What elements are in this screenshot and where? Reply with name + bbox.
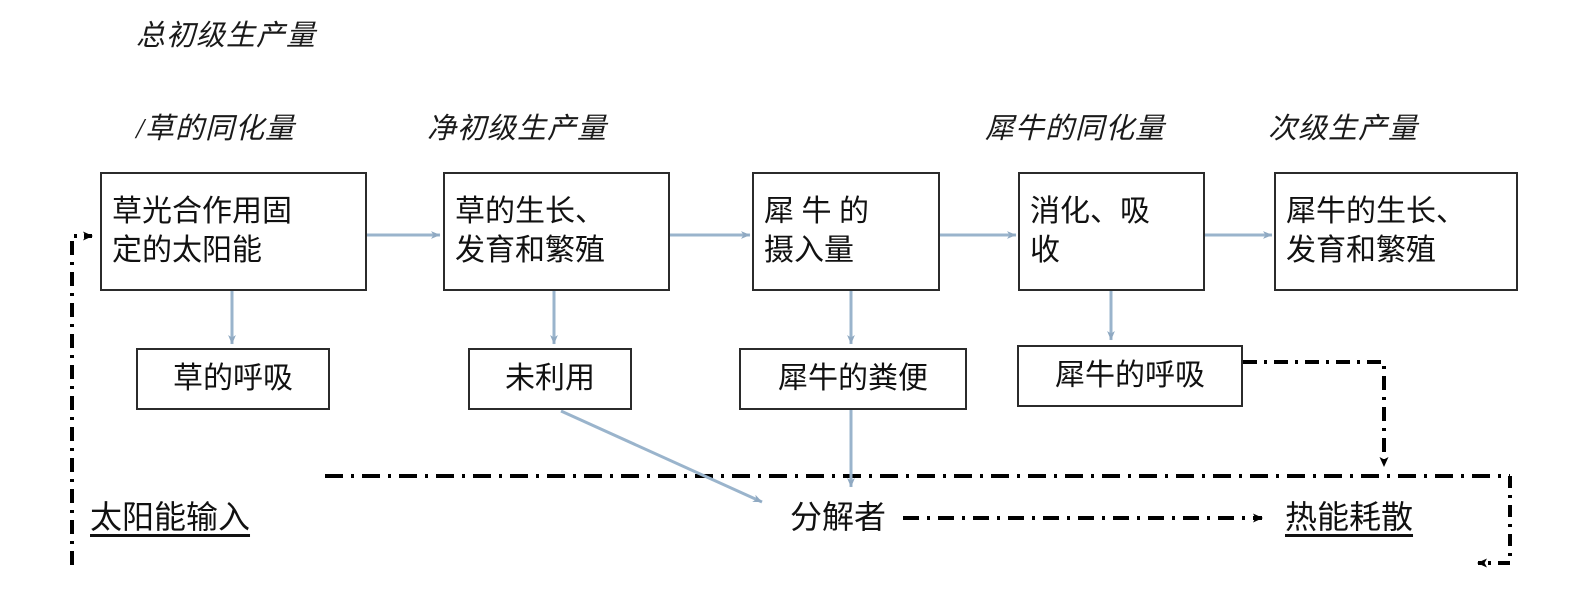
box-rhino-growth[interactable]: 犀牛的生长、 发育和繁殖	[1274, 172, 1518, 291]
box-rhino-respiration-text: 犀牛的呼吸	[1055, 358, 1205, 392]
box-grass-growth-text: 草的生长、 发育和繁殖	[455, 195, 605, 267]
label-decomposers: 分解者	[790, 499, 887, 535]
box-unused[interactable]: 未利用	[468, 348, 632, 410]
box-grass-photosynthesis-text: 草光合作用固 定的太阳能	[112, 195, 292, 267]
box-rhino-growth-text: 犀牛的生长、 发育和繁殖	[1286, 195, 1466, 267]
box-unused-text: 未利用	[505, 361, 595, 395]
label-grass-assimilation: /草的同化量	[136, 113, 296, 145]
label-solar-input: 太阳能输入	[90, 499, 251, 535]
box-digestion-absorption-text: 消化、吸 收	[1030, 195, 1150, 267]
box-grass-respiration-text: 草的呼吸	[173, 361, 293, 395]
heat-return-loop	[1477, 476, 1512, 568]
box-grass-photosynthesis[interactable]: 草光合作用固 定的太阳能	[100, 172, 367, 291]
label-heat-dissipation: 热能耗散	[1285, 499, 1414, 535]
box-rhino-intake-text: 犀 牛 的 摄入量	[764, 195, 869, 267]
box-rhino-feces-text: 犀牛的粪便	[778, 361, 928, 395]
box-grass-respiration[interactable]: 草的呼吸	[136, 348, 330, 410]
flow-arrow-unused-to-decomposers	[560, 409, 763, 504]
box-rhino-respiration[interactable]: 犀牛的呼吸	[1017, 345, 1243, 407]
rhino-respiration-heat-line	[1243, 360, 1389, 467]
box-digestion-absorption[interactable]: 消化、吸 收	[1018, 172, 1205, 291]
box-grass-growth[interactable]: 草的生长、 发育和繁殖	[443, 172, 670, 291]
label-net-primary-production: 净初级生产量	[427, 113, 608, 145]
box-rhino-intake[interactable]: 犀 牛 的 摄入量	[752, 172, 940, 291]
title-gross-primary-production: 总初级生产量	[136, 20, 317, 52]
solar-input-line	[70, 231, 93, 565]
label-secondary-production: 次级生产量	[1268, 113, 1419, 145]
label-rhino-assimilation: 犀牛的同化量	[985, 113, 1166, 145]
box-rhino-feces[interactable]: 犀牛的粪便	[739, 348, 967, 410]
